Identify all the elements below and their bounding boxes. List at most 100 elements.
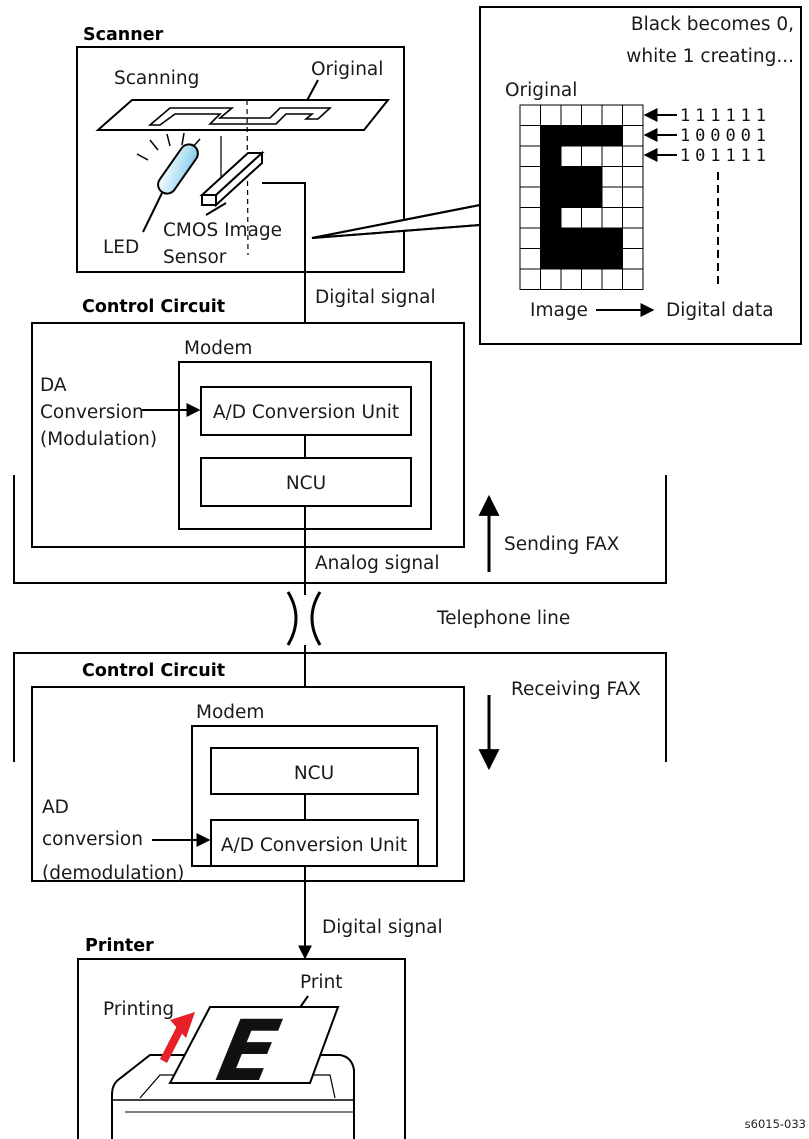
- send-conversion-line2: Conversion: [40, 402, 144, 423]
- telephone-line-label: Telephone line: [436, 608, 570, 629]
- send-ad-unit-box: [200, 386, 412, 436]
- callout-image-label: Image: [530, 300, 588, 321]
- print-label: Print: [300, 972, 343, 993]
- pixel-cell: [540, 186, 562, 208]
- send-ncu-label: NCU: [286, 473, 326, 494]
- pixel-cell: [560, 145, 582, 167]
- pixel-cell: [519, 248, 541, 270]
- pixel-cell: [622, 166, 644, 188]
- pixel-cell: [540, 166, 562, 188]
- pixel-cell: [540, 125, 562, 147]
- pixel-cell: [519, 227, 541, 249]
- sensor-label-line2: Sensor: [163, 247, 227, 268]
- pixel-cell: [519, 145, 541, 167]
- pixel-cell: [601, 207, 623, 229]
- callout-line2: white 1 creating...: [626, 46, 794, 67]
- pixel-cell: [560, 125, 582, 147]
- pixel-cell: [519, 186, 541, 208]
- pixel-cell: [581, 186, 603, 208]
- original-sheet: [95, 99, 391, 131]
- pixel-cell: [560, 268, 582, 290]
- led-icon: [136, 132, 201, 195]
- callout-line1: Black becomes 0,: [631, 14, 794, 35]
- pixel-cell: [540, 104, 562, 126]
- led-leader: [142, 192, 163, 233]
- tel-line-left-bracket: [286, 591, 298, 646]
- callout-original-label: Original: [505, 80, 577, 101]
- pixel-cell: [622, 248, 644, 270]
- original-pattern: [147, 107, 333, 126]
- pixel-cell: [519, 268, 541, 290]
- pixel-cell: [601, 125, 623, 147]
- pixel-cell: [581, 207, 603, 229]
- pixel-cell: [560, 248, 582, 270]
- pixel-cell: [519, 207, 541, 229]
- send-ad-unit-label: A/D Conversion Unit: [213, 402, 399, 423]
- pixel-cell: [540, 207, 562, 229]
- receive-bracket: [13, 652, 667, 762]
- digital-signal-label-bottom: Digital signal: [322, 917, 443, 938]
- pixel-cell: [519, 104, 541, 126]
- send-conversion-line1: DA: [40, 375, 67, 396]
- original-label: Original: [311, 59, 383, 80]
- pixel-cell: [519, 125, 541, 147]
- pixel-cell: [581, 248, 603, 270]
- sensor-leader: [205, 202, 227, 216]
- pixel-cell: [601, 186, 623, 208]
- receive-ncu-box: [210, 747, 419, 795]
- pixel-cell: [581, 145, 603, 167]
- pixel-cell: [540, 145, 562, 167]
- pixel-cell: [622, 268, 644, 290]
- send-control-title: Control Circuit: [82, 297, 225, 317]
- pixel-cell: [601, 145, 623, 167]
- pixel-cell: [581, 268, 603, 290]
- pixel-cell: [560, 104, 582, 126]
- pixel-cell: [581, 125, 603, 147]
- pixel-cell: [581, 227, 603, 249]
- pixel-cell: [560, 166, 582, 188]
- pixel-cell: [519, 166, 541, 188]
- pixel-cell: [622, 186, 644, 208]
- receive-conversion-line1: AD: [42, 797, 69, 818]
- figure-id: s6015-033: [745, 1117, 806, 1131]
- printing-red-arrow: [160, 1012, 195, 1063]
- pixel-cell: [560, 186, 582, 208]
- pixel-cell: [560, 227, 582, 249]
- send-bracket: [13, 475, 667, 584]
- pixel-cell: [540, 248, 562, 270]
- receive-ad-unit-box: [210, 819, 419, 867]
- pixel-cell: [601, 268, 623, 290]
- scanner-title: Scanner: [83, 25, 164, 45]
- receiving-fax-label: Receiving FAX: [511, 679, 641, 700]
- scan-ray-dashed: [246, 99, 249, 256]
- receive-conversion-line2: conversion: [42, 829, 143, 850]
- digital-signal-label-top: Digital signal: [315, 287, 436, 308]
- pixel-cell: [601, 227, 623, 249]
- printer-title: Printer: [85, 936, 154, 956]
- receive-ncu-label: NCU: [294, 763, 334, 784]
- digital-signal-line-top: [262, 182, 312, 380]
- printer-box: [77, 958, 406, 1139]
- tel-line-right-bracket: [310, 591, 322, 646]
- receive-conversion-line3: (demodulation): [42, 863, 184, 884]
- send-conversion-line3: (Modulation): [40, 429, 157, 450]
- pixel-cell: [560, 207, 582, 229]
- led-label: LED: [103, 237, 139, 258]
- callout-digital-data-label: Digital data: [666, 300, 774, 321]
- pixel-cell: [601, 248, 623, 270]
- pixel-cell: [581, 104, 603, 126]
- sensor-label-line1: CMOS Image: [163, 220, 282, 241]
- pixel-cell: [601, 166, 623, 188]
- pixel-cell: [622, 104, 644, 126]
- pixel-cell: [540, 227, 562, 249]
- send-modem-label: Modem: [184, 338, 252, 359]
- pixel-grid: [519, 104, 644, 290]
- scanning-label: Scanning: [114, 68, 199, 89]
- printing-label: Printing: [103, 999, 174, 1020]
- receive-ad-unit-label: A/D Conversion Unit: [221, 835, 407, 856]
- pixel-cell: [622, 145, 644, 167]
- pixel-cell: [622, 207, 644, 229]
- pixel-cell: [622, 125, 644, 147]
- pixel-cell: [581, 166, 603, 188]
